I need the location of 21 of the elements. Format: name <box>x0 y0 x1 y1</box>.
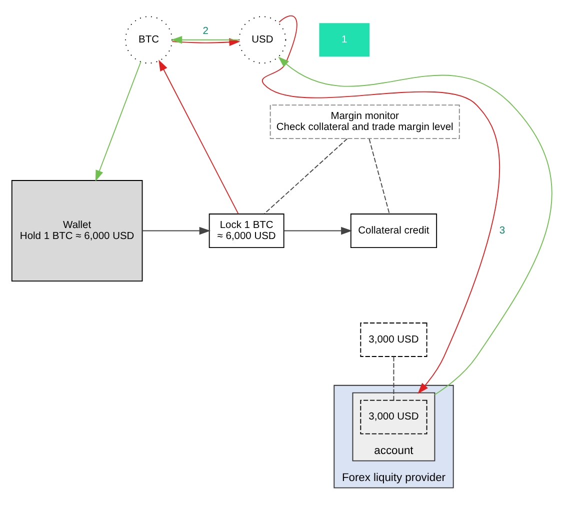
node-box: Margin monitor Check collateral and trade margin level <box>270 104 460 140</box>
arrow <box>158 60 239 214</box>
node-circle: BTC <box>125 16 173 64</box>
connector <box>368 138 390 214</box>
connector <box>393 356 394 401</box>
arrow <box>283 226 352 235</box>
node-box: 3,000 USD <box>360 400 428 434</box>
arrow <box>278 56 552 396</box>
node-circle: USD <box>238 16 286 64</box>
arrow <box>262 15 500 394</box>
edge-label: 2 <box>202 26 208 38</box>
label: 1 <box>342 34 348 46</box>
node-box: Lock 1 BTC ≈ 6,000 USD <box>208 214 284 248</box>
connector <box>264 138 348 214</box>
edge-label: 3 <box>499 225 506 236</box>
arrow <box>95 61 142 182</box>
node-box: Wallet Hold 1 BTC ≈ 6,000 USD <box>11 180 143 282</box>
node-box: Collateral credit <box>350 214 438 248</box>
node-box: 3,000 USD <box>360 322 428 357</box>
arrow <box>142 226 210 235</box>
arrow <box>170 36 240 44</box>
